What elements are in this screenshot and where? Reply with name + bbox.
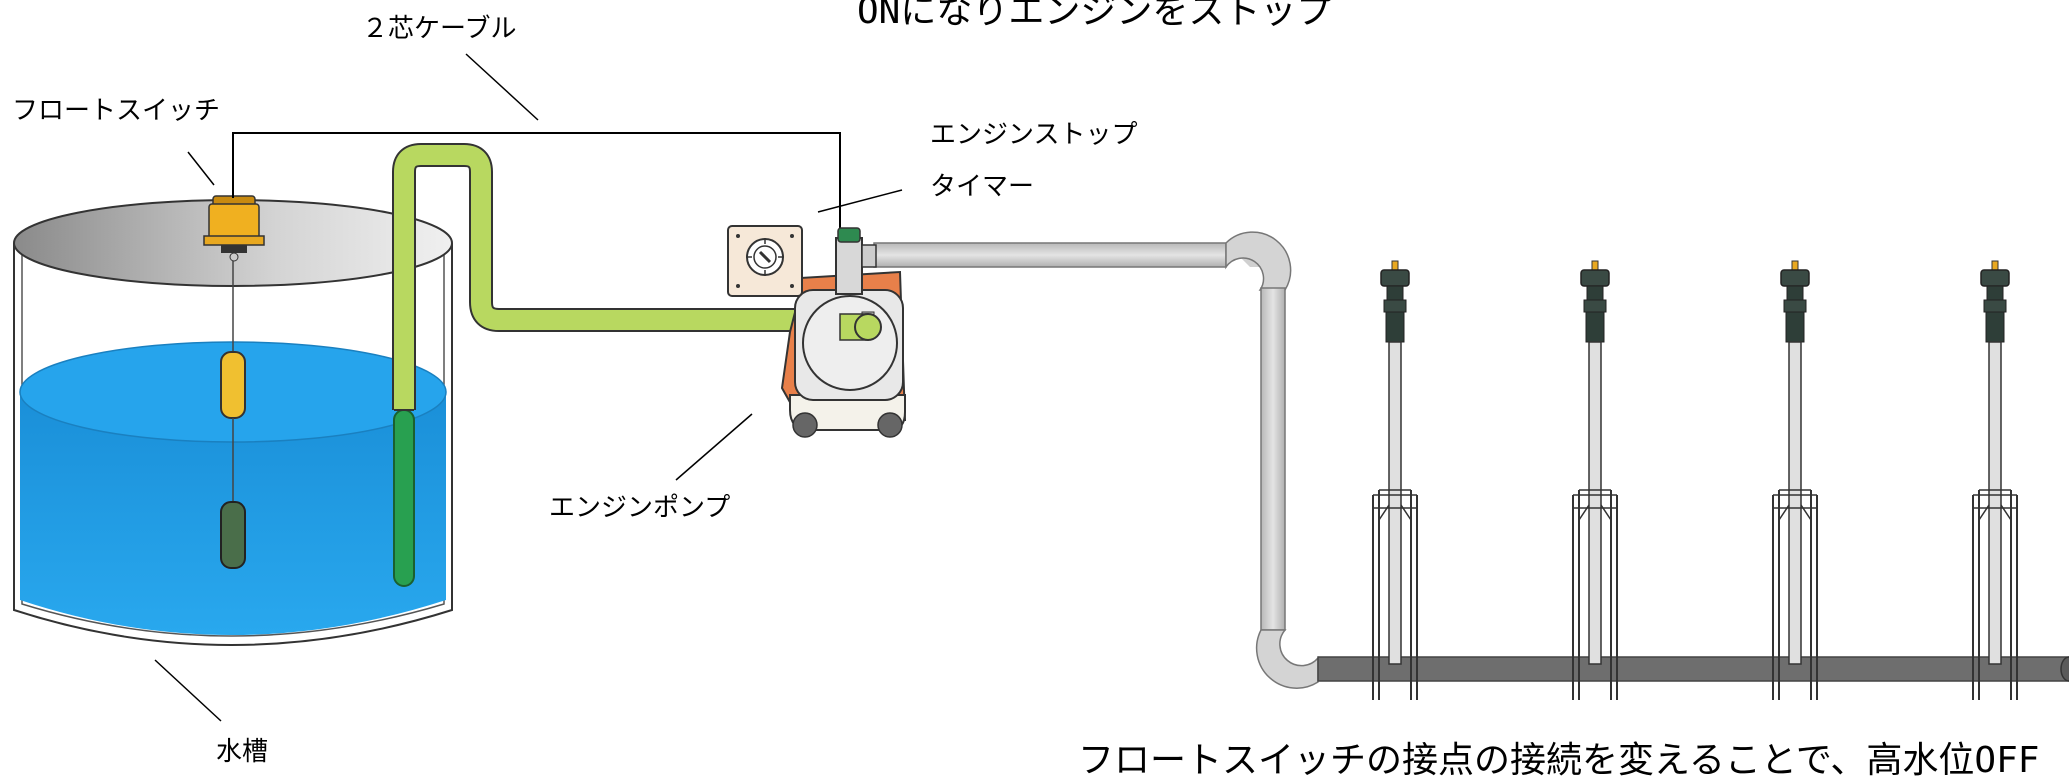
caption-bottom: フロートスイッチの接点の接続を変えることで、高水位OFF bbox=[1078, 740, 2040, 781]
two-core-cable bbox=[232, 132, 841, 228]
label-engine-pump: エンジンポンプ bbox=[549, 493, 731, 523]
title-top: ONになりエンジンをストップ bbox=[857, 0, 1333, 32]
float-switch-icon bbox=[203, 195, 265, 262]
leader-tank bbox=[154, 659, 222, 722]
leader-engine-pump bbox=[675, 413, 753, 481]
timer-icon bbox=[727, 225, 803, 297]
sprinkler-icon bbox=[1772, 260, 1818, 700]
irrigation-diagram: ONになりエンジンをストップ ２芯ケーブル フロートスイッチ エンジンストップ … bbox=[12, 0, 2069, 781]
sprinkler-icon bbox=[1572, 260, 1618, 700]
label-tank: 水槽 bbox=[216, 737, 269, 767]
float-lower bbox=[220, 501, 246, 569]
sprinkler-row bbox=[1372, 260, 2018, 700]
diagram-canvas bbox=[13, 53, 2069, 722]
discharge-pipe bbox=[873, 231, 1319, 689]
ground-pipe bbox=[1317, 656, 2069, 682]
leader-engine-stop bbox=[817, 189, 903, 213]
label-timer: タイマー bbox=[930, 172, 1035, 202]
label-engine-stop: エンジンストップ bbox=[930, 120, 1138, 150]
submerged-hose bbox=[393, 409, 415, 587]
label-cable: ２芯ケーブル bbox=[362, 14, 517, 44]
float-switch-assembly bbox=[203, 195, 265, 569]
sprinkler-icon bbox=[1972, 260, 2018, 700]
leader-lines bbox=[154, 53, 903, 722]
sprinkler-icon bbox=[1372, 260, 1418, 700]
suction-hose bbox=[392, 143, 862, 411]
leader-cable bbox=[465, 53, 539, 121]
label-float-switch: フロートスイッチ bbox=[12, 96, 221, 126]
engine-stop-switch bbox=[837, 227, 861, 243]
engine-pump-icon bbox=[780, 227, 907, 438]
float-upper bbox=[220, 351, 246, 419]
leader-float-switch bbox=[187, 151, 215, 186]
